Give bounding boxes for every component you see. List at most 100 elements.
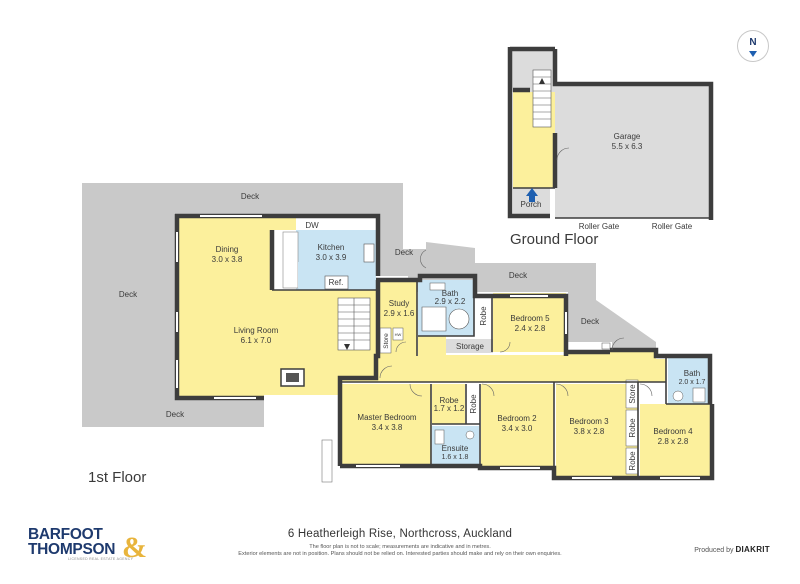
master-side-window (321, 439, 333, 483)
bedroom-4-dims: 2.8 x 2.8 (658, 437, 689, 446)
first-floor-title: 1st Floor (88, 469, 146, 486)
bedroom-5-room (493, 293, 566, 352)
diakrit-brand: DIAKRIT (735, 545, 770, 554)
bath-2-dims: 2.0 x 1.7 (679, 379, 706, 386)
deck-bottom-label: Deck (166, 410, 185, 419)
produced-by-label: Produced by (694, 547, 734, 554)
compass-label: N (749, 37, 757, 48)
hw-label: HW (395, 332, 402, 337)
garage-room (555, 84, 709, 218)
living-dining-room (177, 217, 376, 398)
kitchen-dims: 3.0 x 3.9 (316, 253, 347, 262)
bath-2-toilet (672, 390, 684, 402)
garage-dims: 5.5 x 6.3 (612, 142, 643, 151)
dining-label: Dining (216, 245, 239, 254)
bath-1-dims: 2.9 x 2.2 (435, 297, 466, 306)
agency-logo: BARFOOT THOMPSON & LICENSED REAL ESTATE … (28, 526, 148, 564)
storage-room (446, 339, 493, 353)
dw-box (300, 219, 324, 230)
bedroom-2-room (481, 384, 554, 466)
living-dims: 6.1 x 7.0 (241, 336, 272, 345)
study-label: Study (389, 299, 409, 308)
robe-master (432, 384, 465, 424)
interior-stairs (337, 297, 371, 351)
roller-gate-2-label: Roller Gate (652, 222, 693, 231)
stair-arrow-icon (539, 78, 545, 84)
first-floor (174, 213, 715, 483)
north-compass-icon: N (737, 30, 769, 62)
corridor (340, 336, 666, 382)
bedroom-2-dims: 3.4 x 3.0 (502, 424, 533, 433)
ground-floor (507, 46, 714, 220)
robe-b4-label: Robe (628, 451, 637, 471)
store-small-label: Store (383, 333, 390, 349)
fireplace-icon (280, 368, 305, 387)
master-label: Master Bedroom (357, 413, 416, 422)
bedroom-2-label: Bedroom 2 (497, 414, 537, 423)
hw-box (392, 327, 404, 341)
bath-2-label: Bath (684, 369, 700, 378)
study-dims: 2.9 x 1.6 (384, 309, 415, 318)
deck-left-label: Deck (119, 290, 138, 299)
door-swings (379, 249, 653, 397)
bedroom-4-label: Bedroom 4 (653, 427, 693, 436)
vanity (429, 282, 446, 291)
robe-master-label: Robe (439, 396, 459, 405)
property-address: 6 Heatherleigh Rise, Northcross, Aucklan… (287, 528, 513, 540)
bath-1-label: Bath (442, 289, 458, 298)
ref-label: Ref. (329, 278, 344, 287)
ensuite-label: Ensuite (442, 444, 469, 453)
robe-b5-label: Robe (479, 306, 488, 326)
store-b3-label: Store (628, 384, 637, 404)
deck-top-label: Deck (241, 192, 260, 201)
ground-stairs (532, 69, 552, 128)
door-marker (601, 342, 611, 350)
master-bedroom-room (342, 384, 431, 464)
bathtub (421, 306, 447, 332)
disclaimer-line-2: Exterior elements are not in position. P… (238, 551, 562, 557)
hob (363, 243, 375, 263)
dining-dims: 3.0 x 3.8 (212, 255, 243, 264)
bath-2-vanity (692, 387, 706, 403)
deck-right-top-label: Deck (509, 271, 528, 280)
bedroom-4-room (640, 404, 712, 476)
compass-arrow-icon (749, 51, 757, 57)
logo-line-1: BARFOOT (28, 526, 103, 543)
bedroom-3-label: Bedroom 3 (569, 417, 609, 426)
bedroom-3-room (556, 384, 638, 476)
deck-mid-label: Deck (395, 248, 414, 257)
robe-b3-label: Robe (628, 418, 637, 438)
ref-box (324, 275, 349, 290)
ensuite-toilet (465, 430, 475, 440)
porch-label: Porch (521, 200, 542, 209)
robe-b2-label: Robe (469, 394, 478, 414)
roller-gate-1-label: Roller Gate (579, 222, 620, 231)
bedroom-5-dims: 2.4 x 2.8 (515, 324, 546, 333)
bedroom-3-dims: 3.8 x 2.8 (574, 427, 605, 436)
living-label: Living Room (234, 326, 279, 335)
logo-line-2: THOMPSON (28, 541, 116, 558)
logo-subtitle: LICENSED REAL ESTATE AGENCY (68, 557, 134, 561)
robe-b2 (466, 384, 479, 424)
tub-basin (448, 308, 470, 330)
garage-label: Garage (614, 132, 641, 141)
stair-down-arrow-icon (344, 344, 350, 350)
windows (176, 215, 700, 479)
robe-b5 (475, 298, 492, 334)
master-dims: 3.4 x 3.8 (372, 423, 403, 432)
deck-right-label: Deck (581, 317, 600, 326)
produced-by: Produced by DIAKRIT (694, 545, 770, 554)
deck-main (82, 183, 656, 427)
kitchen-label: Kitchen (318, 243, 345, 252)
robe-master-dims: 1.7 x 1.2 (434, 404, 465, 413)
ensuite-basin (434, 429, 445, 445)
storage-label: Storage (456, 342, 485, 351)
labels: Deck Deck Deck Deck Deck Deck Ground Flo… (88, 132, 706, 486)
kitchen-counter-left (282, 231, 299, 289)
disclaimer-line-1: The floor plan is not to scale; measurem… (309, 544, 491, 550)
dw-label: DW (305, 221, 319, 230)
logo-ampersand: & (122, 531, 147, 564)
entry-arrow-icon (526, 188, 538, 202)
ground-floor-title: Ground Floor (510, 231, 598, 248)
